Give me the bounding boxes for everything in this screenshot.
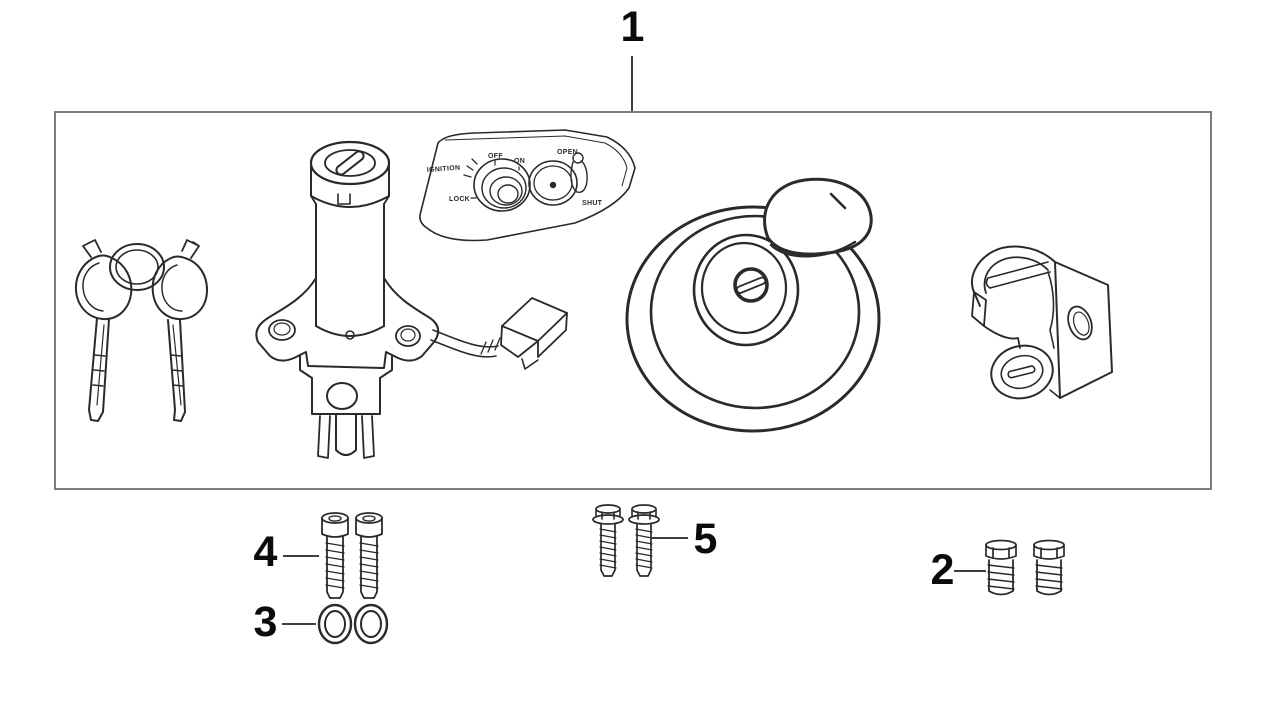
callout-4-label: 4: [253, 528, 278, 576]
callout-1-leader: [631, 56, 633, 111]
plate-label-shut: SHUT: [582, 200, 603, 207]
callout-2-label: 2: [930, 546, 955, 594]
plate-label-on: ON: [514, 158, 525, 165]
key-cover-flap-icon: [763, 177, 873, 258]
callout-3-label: 3: [253, 598, 278, 646]
plate-label-ignition: IGNITION: [427, 165, 461, 174]
callout-4-leader: [283, 555, 319, 557]
wire-icon: [430, 329, 499, 358]
plate-label-off: OFF: [488, 153, 503, 160]
seat-lock-icon: [971, 245, 1113, 400]
callout-2-leader: [954, 570, 986, 572]
callout-1-label: 1: [620, 3, 645, 51]
flange-bolts-icon: [592, 504, 660, 577]
keyhole-icon: [733, 267, 769, 303]
keyhole-icon: [335, 150, 365, 176]
hex-bolts-icon: [985, 539, 1065, 596]
parts-group-box: [54, 111, 1212, 490]
plate-label-lock: LOCK: [449, 196, 470, 203]
callout-3-leader: [282, 623, 316, 625]
callout-5-label: 5: [693, 515, 718, 563]
washers-icon: [317, 603, 389, 645]
keyhole-icon: [990, 344, 1054, 400]
ignition-switch-icon: [255, 140, 568, 459]
connector-icon: [500, 297, 568, 370]
plate-label-open: OPEN: [557, 149, 578, 156]
socket-head-bolts-icon: [321, 512, 383, 599]
callout-5-leader: [650, 537, 688, 539]
keys-icon: [74, 239, 208, 422]
fuel-tank-cap-icon: [625, 177, 881, 433]
switch-indicator-plate-icon: IGNITION OFF ON LOCK OPEN SHUT: [419, 129, 636, 242]
